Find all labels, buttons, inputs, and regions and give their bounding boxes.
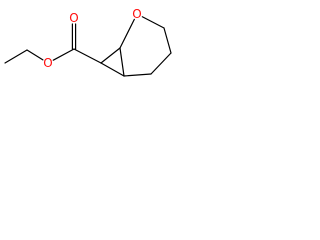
bond-ester_o-carbonyl_c [52, 48, 75, 61]
atom-label-ring-o: O [132, 7, 141, 21]
bond-line [119, 18, 135, 49]
bond-c5-c6 [123, 73, 152, 77]
bond-layer [4, 16, 172, 77]
bond-line [4, 49, 28, 64]
chemical-structure: O O O [4, 7, 172, 77]
bond-c4-c5 [150, 52, 172, 75]
bond-line [73, 48, 102, 64]
bond-line [52, 48, 75, 61]
bond-methyl-ethyl_ch2 [4, 49, 28, 64]
bond-ethyl_ch2-ester_o [26, 49, 44, 61]
bond-ring_o-c3 [141, 16, 165, 29]
bond-c7-c1 [100, 47, 121, 64]
bond-c1-c6 [119, 47, 125, 77]
bond-line [26, 49, 44, 61]
bond-c3-c4 [163, 27, 172, 54]
bond-line [150, 52, 172, 75]
bond-line [141, 16, 165, 29]
bond-line [100, 47, 121, 64]
bond-carbonyl_c-c7 [73, 48, 102, 64]
bond-carbonyl_c-carbonyl_o [71, 23, 77, 50]
bond-line [123, 73, 152, 77]
atom-label-ester-o: O [43, 56, 52, 70]
atom-label-layer: O O O [43, 7, 141, 70]
bond-c7-c6 [100, 62, 125, 77]
bond-line [119, 47, 125, 77]
bond-line [100, 62, 125, 77]
bond-line [163, 27, 172, 54]
atom-label-carbonyl-o: O [69, 11, 78, 25]
bond-c1-ring_o [119, 18, 135, 49]
